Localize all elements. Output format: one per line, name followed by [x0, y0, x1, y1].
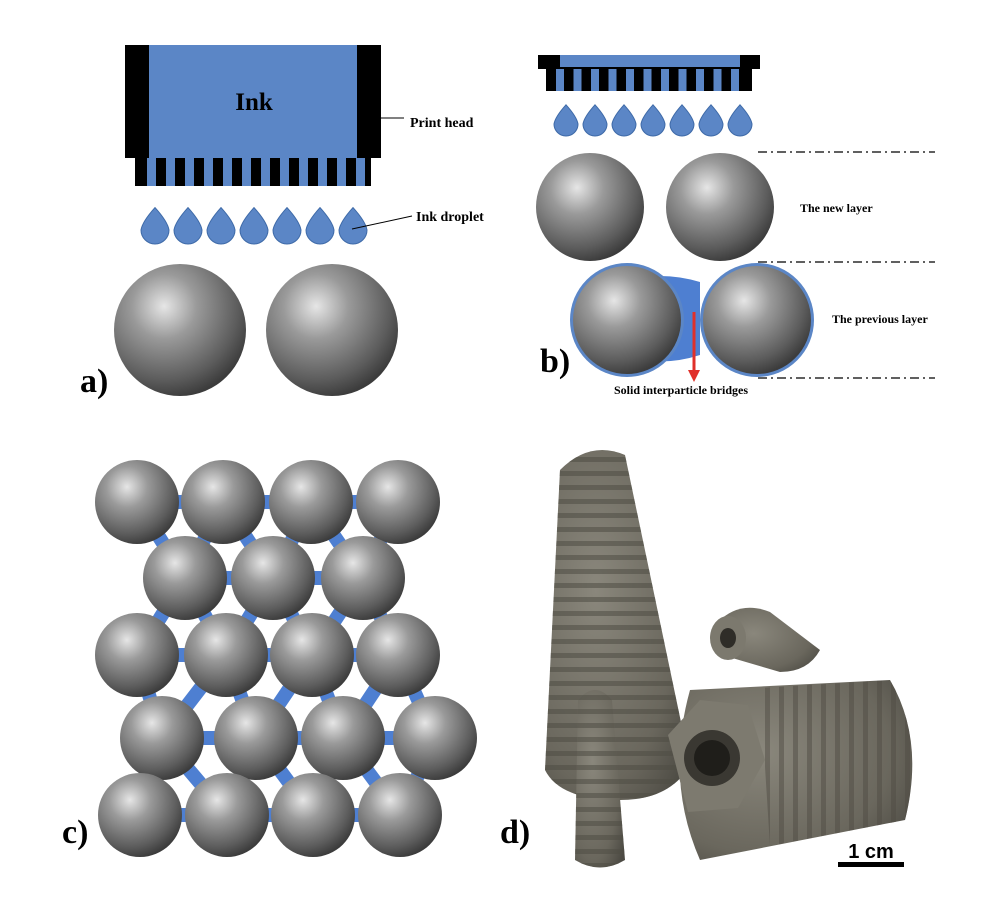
powder-particle: [95, 613, 179, 697]
powder-particle: [143, 536, 227, 620]
powder-particle: [184, 613, 268, 697]
ink-droplet: [582, 104, 608, 137]
print-head: [125, 45, 381, 186]
nozzle: [223, 158, 232, 186]
scale-bar: 1 cm: [838, 841, 904, 867]
nozzle: [678, 69, 687, 91]
nozzle: [318, 158, 327, 186]
powder-particle: [301, 696, 385, 780]
powder-particle: [269, 460, 353, 544]
powder-particle: [356, 460, 440, 544]
ink-droplet-label: Ink droplet: [416, 210, 484, 225]
powder-particle: [536, 153, 644, 261]
powder-particle: [573, 266, 681, 374]
powder-particle: [666, 153, 774, 261]
nozzle: [626, 69, 634, 91]
ink-droplets-a: [140, 206, 368, 245]
ink-label: Ink: [235, 89, 273, 116]
powder-particle: [231, 536, 315, 620]
particle-lattice: [95, 460, 477, 857]
powder-particle: [321, 536, 405, 620]
ink-droplet: [140, 206, 170, 245]
new-layer-label: The new layer: [800, 201, 873, 215]
nozzle: [299, 158, 308, 186]
nozzle: [731, 69, 739, 91]
ink-droplet: [698, 104, 724, 137]
ink-droplets-b: [553, 104, 753, 137]
ink-droplet: [173, 206, 203, 245]
ink-droplet: [611, 104, 637, 137]
small-threaded-implant: [710, 607, 820, 672]
ink-droplet: [206, 206, 236, 245]
nozzle: [356, 158, 365, 186]
nozzle: [337, 158, 346, 186]
nozzle: [166, 158, 175, 186]
powder-particle: [703, 266, 811, 374]
powder-particle: [214, 696, 298, 780]
print-head-small: [538, 55, 760, 91]
bridge-arrow: [688, 312, 700, 382]
ink-droplet: [553, 104, 579, 137]
powder-particle: [95, 460, 179, 544]
ink-droplet: [239, 206, 269, 245]
panel-b-letter: b): [540, 343, 570, 380]
ink-droplet: [640, 104, 666, 137]
nozzle: [204, 158, 213, 186]
ink-droplet: [727, 104, 753, 137]
nozzle: [556, 69, 564, 91]
nozzle: [573, 69, 582, 91]
ink-droplet: [338, 206, 368, 245]
nozzle: [591, 69, 599, 91]
ink-droplet-leader: [351, 215, 413, 230]
panel-a-letter: a): [80, 363, 108, 400]
nozzle: [261, 158, 270, 186]
powder-particle: [181, 460, 265, 544]
panel-d-letter: d): [500, 814, 530, 851]
ink-droplet: [305, 206, 335, 245]
nozzle: [185, 158, 194, 186]
horizontal-threaded-implant: [668, 680, 913, 860]
powder-particle: [270, 613, 354, 697]
nozzle: [280, 158, 289, 186]
bridges-label: Solid interparticle bridges: [614, 383, 748, 397]
panel-d: 1 cm d): [500, 450, 913, 868]
powder-particle: [393, 696, 477, 780]
print-head-label: Print head: [410, 116, 474, 131]
large-threaded-implant: [545, 450, 690, 800]
panel-c: c): [62, 460, 477, 857]
ink-droplet: [669, 104, 695, 137]
powder-particle: [271, 773, 355, 857]
nozzle: [713, 69, 722, 91]
panel-c-letter: c): [62, 814, 88, 851]
nozzle: [242, 158, 251, 186]
nozzle: [643, 69, 652, 91]
nozzle: [661, 69, 669, 91]
powder-particle: [358, 773, 442, 857]
scale-bar-label: 1 cm: [848, 841, 894, 863]
panel-b: The new layer The previous layer Solid i…: [536, 55, 935, 397]
nozzle: [696, 69, 704, 91]
powder-particle: [266, 264, 398, 396]
previous-layer-label: The previous layer: [832, 312, 928, 326]
powder-particle: [120, 696, 204, 780]
powder-particle: [98, 773, 182, 857]
panel-a: Ink Print head Ink droplet a): [80, 45, 484, 400]
nozzle: [608, 69, 617, 91]
nozzle: [147, 158, 156, 186]
mini-threaded-implant: [575, 690, 625, 868]
powder-particle: [114, 264, 246, 396]
powder-particle: [185, 773, 269, 857]
ink-droplet: [272, 206, 302, 245]
powder-particle: [356, 613, 440, 697]
